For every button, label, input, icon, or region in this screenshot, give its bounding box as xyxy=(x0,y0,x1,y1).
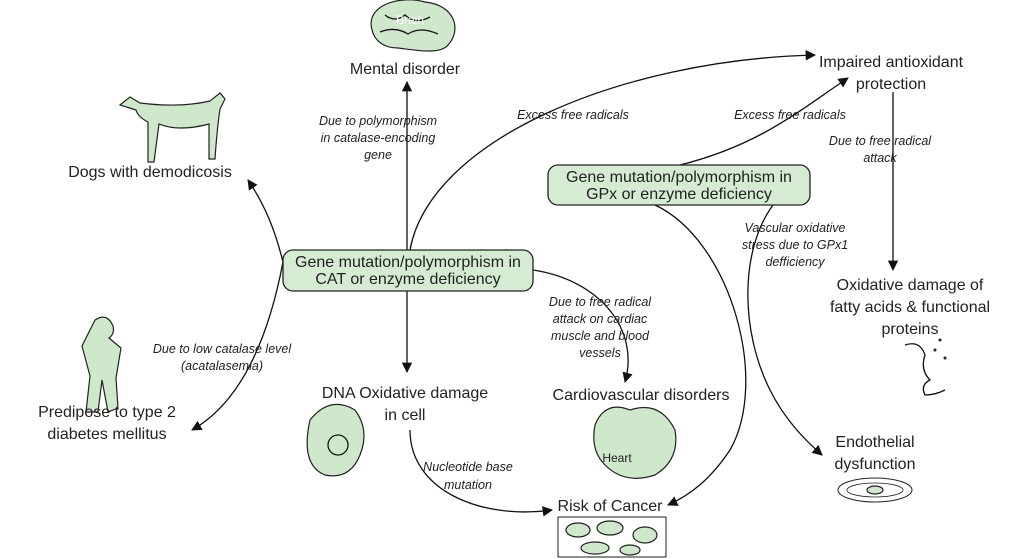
label-excess-1: Excess free radicals xyxy=(517,108,629,122)
oxidative-line-1: Oxidative damage of xyxy=(837,277,984,294)
man-picture xyxy=(81,316,122,413)
edge-gpx-cancer xyxy=(654,204,747,506)
edge-labels: Due to polymorphism in catalase-encoding… xyxy=(153,108,932,492)
edge-cat-diabetes xyxy=(191,261,284,431)
label-vascular-1: Vascular oxidative xyxy=(745,221,846,235)
endothelial-line-1: Endothelial xyxy=(835,434,914,451)
label-attack-2: attack xyxy=(863,151,897,165)
label-nucleotide-2: mutation xyxy=(444,478,492,492)
dogs-demodicosis: Dogs with demodicosis xyxy=(68,164,232,181)
impaired-line-2: protection xyxy=(856,76,926,93)
cat-node: Gene mutation/polymorphism in CAT or enz… xyxy=(282,249,534,292)
label-nucleotide-1: Nucleotide base xyxy=(423,460,513,474)
oxidative-line-2: fatty acids & functional xyxy=(830,299,990,316)
label-cardiac-3: muscle and blood xyxy=(551,329,650,343)
label-low-catalase-2: (acatalasemia) xyxy=(181,359,263,373)
cat-line-2: CAT or enzyme deficiency xyxy=(315,271,500,288)
diabetes-line-1: Predipose to type 2 xyxy=(38,404,176,421)
edge-gpx-impaired xyxy=(679,77,849,166)
edge-gpx-endothelial xyxy=(747,204,823,456)
edge-cat-dogs xyxy=(247,179,284,263)
label-excess-2: Excess free radicals xyxy=(734,108,846,122)
label-polymorphism-2: in catalase-encoding xyxy=(321,131,436,145)
edge-dna-cancer xyxy=(409,429,554,517)
label-cardiac-1: Due to free radical xyxy=(549,295,652,309)
cell-picture xyxy=(306,403,365,477)
cat-line-1: Gene mutation/polymorphism in xyxy=(295,254,521,271)
edge-cat-impaired xyxy=(409,50,817,251)
gpx-line-1: Gene mutation/polymorphism in xyxy=(566,169,792,186)
diabetes-line-2: diabetes mellitus xyxy=(47,426,166,443)
risk-of-cancer: Risk of Cancer xyxy=(558,498,664,515)
edges xyxy=(191,50,899,517)
endothelial-line-2: dysfunction xyxy=(835,456,916,473)
cancer-tissue-picture xyxy=(557,516,667,558)
label-polymorphism-3: gene xyxy=(364,148,392,162)
label-low-catalase-1: Due to low catalase level xyxy=(153,342,292,356)
dna-line-2: in cell xyxy=(385,407,426,424)
oxidative-line-3: proteins xyxy=(882,321,939,338)
protein-picture xyxy=(904,338,947,396)
dna-line-1: DNA Oxidative damage xyxy=(322,385,488,402)
endothelial-picture xyxy=(837,477,913,503)
label-attack-1: Due to free radical xyxy=(829,134,932,148)
label-vascular-2: stress due to GPx1 xyxy=(742,238,848,252)
gpx-line-2: GPx or enzyme deficiency xyxy=(586,186,772,203)
gpx-node: Gene mutation/polymorphism in GPx or enz… xyxy=(547,164,811,206)
brain-picture: Brain xyxy=(370,0,456,52)
heart-label: Heart xyxy=(602,451,632,465)
cardiovascular-disorders: Cardiovascular disorders xyxy=(553,387,730,404)
label-vascular-3: defficiency xyxy=(765,255,825,269)
label-cardiac-2: attack on cardiac xyxy=(553,312,648,326)
heart-picture: Heart xyxy=(593,406,677,479)
label-cardiac-4: vessels xyxy=(579,346,621,360)
edge-cat-cardio xyxy=(532,269,633,383)
mental-disorder: Mental disorder xyxy=(350,61,461,78)
dog-picture xyxy=(118,92,226,163)
impaired-line-1: Impaired antioxidant xyxy=(819,54,964,71)
brain-label: Brain xyxy=(396,13,424,27)
label-polymorphism-1: Due to polymorphism xyxy=(319,114,437,128)
